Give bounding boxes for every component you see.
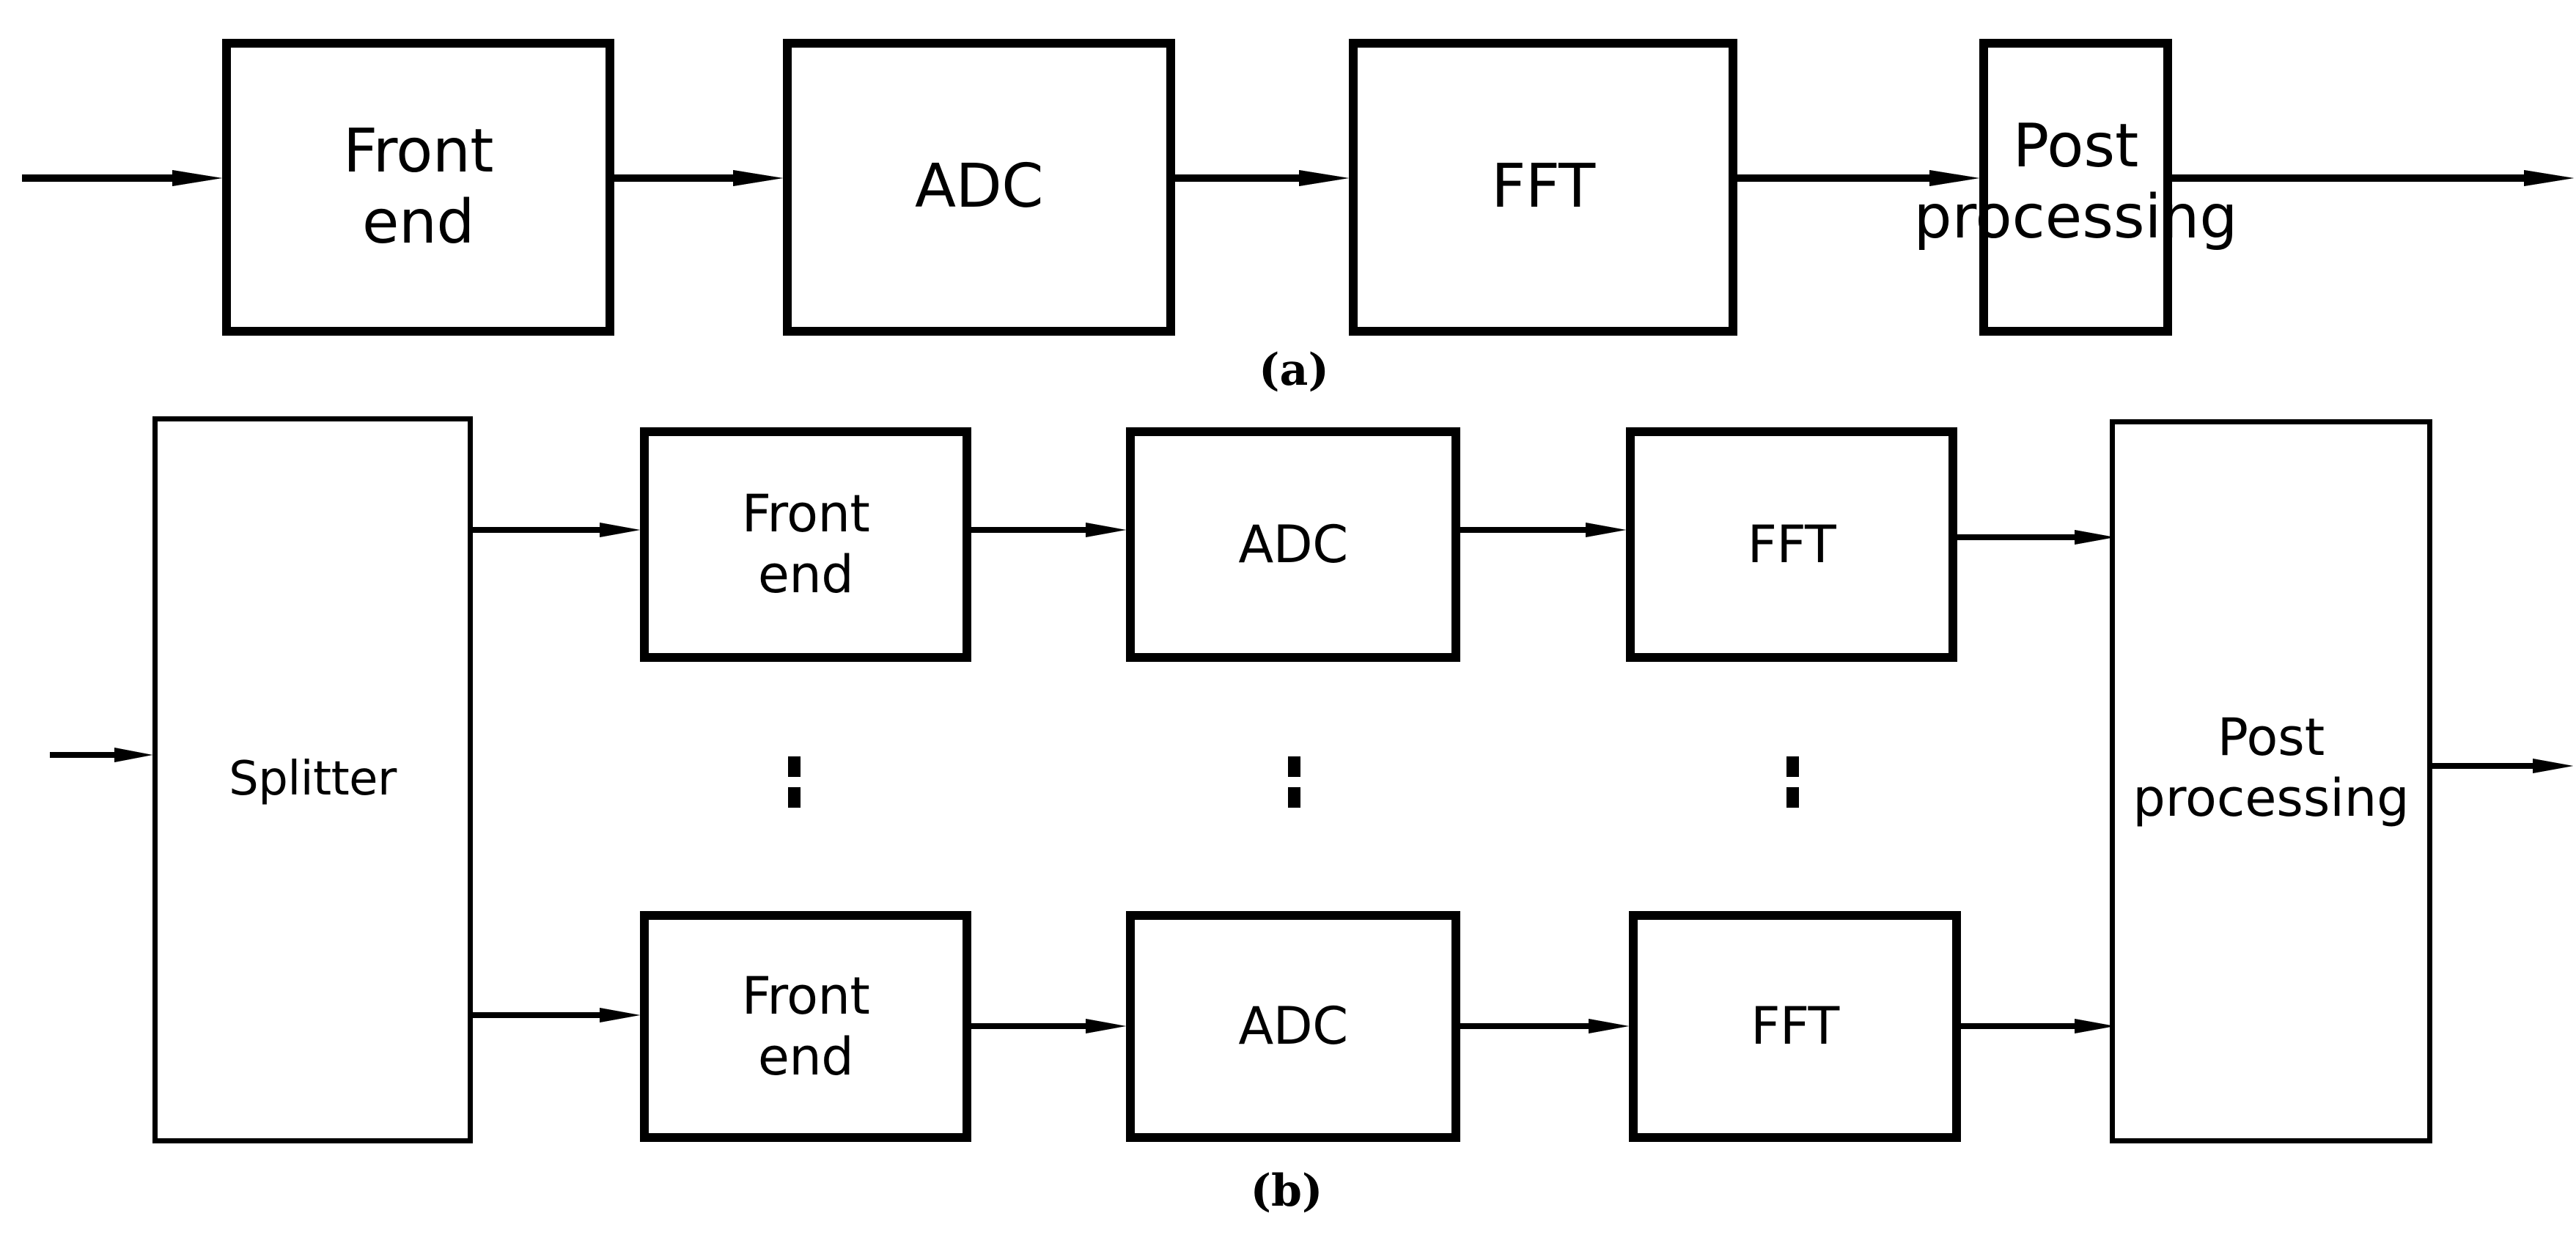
- block-label: ADC: [1238, 996, 1348, 1057]
- block-post-processing-a[interactable]: [1979, 39, 2172, 336]
- block-fft-bottom-b[interactable]: FFT: [1629, 911, 1961, 1142]
- block-label: FFT: [1751, 996, 1839, 1057]
- caption-panel-b: (b): [1250, 1165, 1323, 1217]
- caption-panel-a: (a): [1259, 344, 1329, 396]
- block-post-processing-b[interactable]: [2110, 419, 2432, 1143]
- block-label: ADC: [915, 152, 1044, 222]
- block-front-end-top-b[interactable]: Front end: [640, 427, 971, 662]
- block-label: Front end: [741, 965, 870, 1087]
- block-adc-top-b[interactable]: ADC: [1126, 427, 1460, 662]
- block-label: FFT: [1491, 152, 1595, 222]
- block-adc-a[interactable]: ADC: [783, 39, 1175, 336]
- block-front-end-a[interactable]: Front end: [222, 39, 614, 336]
- block-splitter-b[interactable]: Splitter: [152, 416, 473, 1143]
- block-label: FFT: [1747, 514, 1836, 575]
- block-front-end-bottom-b[interactable]: Front end: [640, 911, 971, 1142]
- block-fft-a[interactable]: FFT: [1349, 39, 1737, 336]
- block-label: ADC: [1238, 514, 1348, 575]
- block-adc-bottom-b[interactable]: ADC: [1126, 911, 1460, 1142]
- block-label: Front end: [741, 484, 870, 605]
- block-label: Front end: [343, 116, 493, 257]
- block-fft-top-b[interactable]: FFT: [1626, 427, 1957, 662]
- block-label: Splitter: [229, 752, 397, 807]
